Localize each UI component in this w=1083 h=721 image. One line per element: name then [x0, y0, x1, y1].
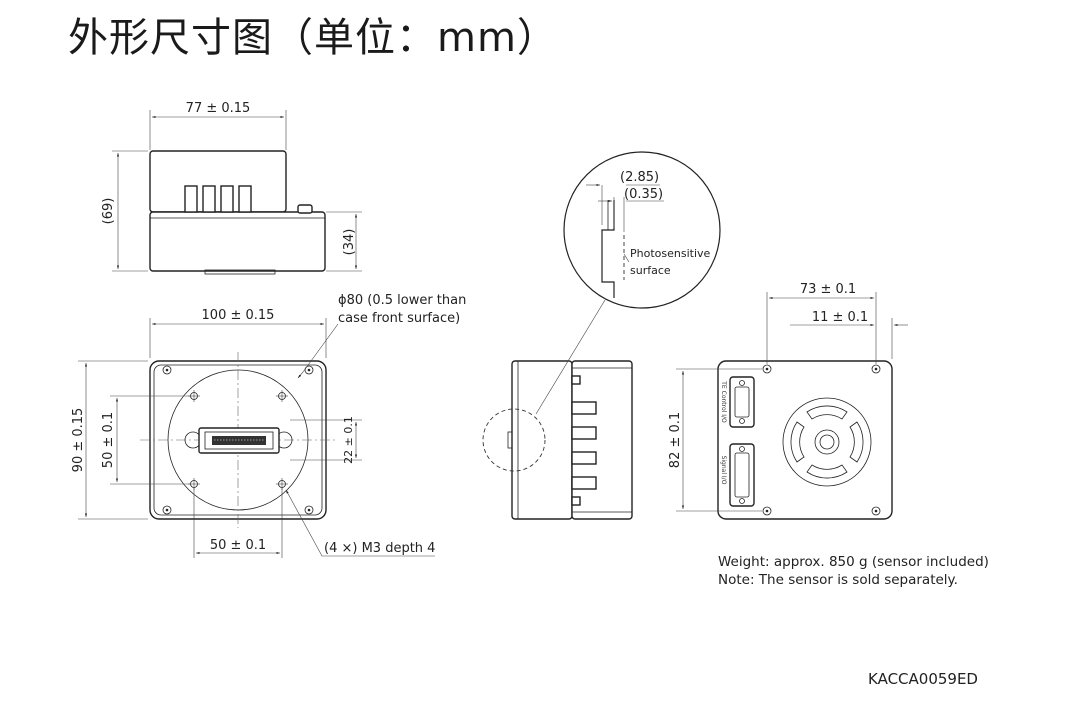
signal-port-label: Signal I/O — [720, 456, 727, 485]
rear-view-body — [717, 360, 893, 520]
top-lower-height-dim: (34) — [342, 229, 357, 256]
screw-icon — [762, 506, 772, 516]
fin — [238, 185, 252, 213]
detail-view: (2.85) (0.35) Photosensitive surface — [563, 151, 721, 309]
signal-port — [729, 443, 755, 507]
top-height-dim: (69) — [101, 198, 116, 225]
detail-label-line2: surface — [630, 264, 671, 277]
rear-view: TE Control I/O Signal I/O 73 ± 0.1 11 ± … — [668, 282, 908, 520]
sensor-note: Note: The sensor is sold separately. — [718, 572, 958, 588]
front-hole-spacing-h: 50 ± 0.1 — [210, 538, 266, 553]
top-view: 77 ± 0.15 (69) (34) — [101, 101, 362, 275]
fin — [184, 185, 198, 213]
screw-icon — [304, 365, 314, 375]
detail-dim-outer: (2.85) — [620, 170, 659, 185]
te-control-port — [729, 376, 755, 428]
front-hole-spacing-v: 50 ± 0.1 — [101, 412, 116, 468]
screw-icon — [871, 506, 881, 516]
front-view: 100 ± 0.15 90 ± 0.15 50 ± 0.1 50 ± 0.1 2… — [71, 293, 466, 558]
side-view — [482, 299, 633, 520]
notes-block: Weight: approx. 850 g (sensor included) … — [718, 553, 989, 589]
rear-offset-dim: 11 ± 0.1 — [812, 310, 868, 325]
detail-label-line1: Photosensitive — [630, 247, 711, 260]
front-connector-dim: 22 ± 0.1 — [342, 416, 355, 464]
mount-hole-icon — [276, 390, 288, 402]
fan-grille-icon — [782, 397, 872, 487]
detail-circle — [563, 151, 721, 309]
holes-note: (4 ×) M3 depth 4 — [324, 541, 435, 556]
rear-width-dim: 73 ± 0.1 — [800, 282, 856, 297]
drawing-code: KACCA0059ED — [868, 670, 978, 688]
fin — [220, 185, 234, 213]
page-title: 外形尺寸图（单位：mm） — [68, 15, 558, 61]
screw-icon — [304, 505, 314, 515]
weight-note: Weight: approx. 850 g (sensor included) — [718, 554, 989, 570]
screw-icon — [871, 364, 881, 374]
top-view-heatsink — [149, 150, 287, 213]
te-port-label: TE Control I/O — [720, 380, 727, 423]
top-view-housing — [149, 211, 326, 272]
screw-icon — [162, 505, 172, 515]
front-height-dim: 90 ± 0.15 — [71, 408, 86, 473]
detail-dim-inner: (0.35) — [624, 187, 663, 202]
top-view-knob — [297, 204, 313, 214]
rear-height-dim: 82 ± 0.1 — [668, 412, 683, 468]
fin — [202, 185, 216, 213]
flange-note-line2: case front surface) — [338, 311, 460, 326]
side-view-heatsink — [571, 360, 633, 520]
side-view-housing — [511, 360, 573, 520]
top-width-dim: 77 ± 0.15 — [186, 101, 251, 116]
flange-note-line1: ϕ80 (0.5 lower than — [338, 293, 466, 308]
screw-icon — [162, 365, 172, 375]
detail-marker — [482, 408, 546, 472]
sensor-connector — [184, 427, 293, 454]
screw-icon — [762, 364, 772, 374]
front-width-dim: 100 ± 0.15 — [202, 308, 275, 323]
